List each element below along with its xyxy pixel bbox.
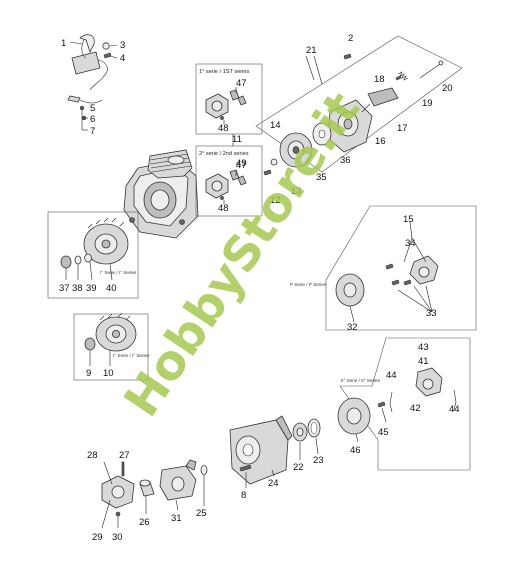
flywheel-box-series-II: I° Serie / I° Series <box>73 312 150 381</box>
engine-block <box>123 149 199 239</box>
callout-38: 38 <box>72 283 83 294</box>
callout-13: 13 <box>291 186 302 197</box>
callout-23: 23 <box>313 455 324 466</box>
series-box-first: 1° serie / 1ST series <box>195 63 263 135</box>
callout-9: 9 <box>86 368 91 379</box>
callout-30: 30 <box>112 532 123 543</box>
callout-44-right: 44 <box>449 404 460 415</box>
callout-48-first: 48 <box>218 123 229 134</box>
callout-37: 37 <box>59 283 70 294</box>
callout-11: 11 <box>232 134 242 145</box>
callout-7: 7 <box>90 126 95 137</box>
callout-47-first: 47 <box>236 78 247 89</box>
callout-47-second: 47 <box>236 160 247 171</box>
callout-36: 36 <box>340 155 351 166</box>
callout-8: 8 <box>241 490 246 501</box>
callout-1: 1 <box>61 38 66 49</box>
callout-49: 49 <box>236 158 247 169</box>
callout-27: 27 <box>119 450 130 461</box>
callout-31: 31 <box>171 513 182 524</box>
callout-20: 20 <box>442 83 453 94</box>
clutch-housing <box>229 415 321 488</box>
callout-28: 28 <box>87 450 98 461</box>
callout-25: 25 <box>196 508 207 519</box>
callout-40: 40 <box>106 283 117 294</box>
starter-assembly <box>255 35 463 176</box>
series-II-left-label: I° Serie / I° Series <box>113 353 150 358</box>
callout-26: 26 <box>139 517 150 528</box>
part-number-callouts: 1 2 3 4 5 6 7 8 9 10 11 12 13 14 15 16 1… <box>59 33 460 543</box>
callout-6: 6 <box>90 114 95 125</box>
first-series-label: 1° serie / 1ST series <box>199 69 250 75</box>
callout-43: 43 <box>418 342 429 353</box>
callout-18: 18 <box>374 74 385 85</box>
clutch-box-P-series: P Serie / P Series <box>290 205 477 331</box>
second-series-label: 2° serie / 2nd series <box>199 151 249 157</box>
callout-24: 24 <box>268 478 279 489</box>
callout-4: 4 <box>120 53 125 64</box>
series-box-second: 2° serie / 2nd series <box>195 145 263 217</box>
callout-14: 14 <box>270 120 281 131</box>
callout-2: 2 <box>348 33 353 44</box>
callout-5: 5 <box>90 103 95 114</box>
callout-12: 12 <box>270 195 281 206</box>
callout-41: 41 <box>418 356 429 367</box>
callout-21: 21 <box>306 45 317 56</box>
callout-22: 22 <box>293 462 304 473</box>
series-I-label: I° Serie / I° Series <box>100 270 137 275</box>
callout-45: 45 <box>378 427 389 438</box>
callout-10: 10 <box>103 368 114 379</box>
series-P-label: P Serie / P Series <box>290 282 327 287</box>
callout-35: 35 <box>316 172 327 183</box>
callout-39: 39 <box>86 283 97 294</box>
callout-15: 15 <box>403 214 414 225</box>
callout-46: 46 <box>350 445 361 456</box>
callout-19: 19 <box>422 98 433 109</box>
callout-34: 34 <box>405 238 416 249</box>
series-II-label: II° Serie / II° Series <box>341 378 381 383</box>
clutch-box-series-II: II° Serie / II° Series <box>337 337 471 471</box>
callout-32: 32 <box>347 322 358 333</box>
callout-17: 17 <box>397 123 408 134</box>
callout-44-left: 44 <box>386 370 397 381</box>
callout-16: 16 <box>375 136 386 147</box>
carburetor-group <box>101 459 208 529</box>
callout-33: 33 <box>426 308 437 319</box>
callout-48-second: 48 <box>218 203 229 214</box>
flywheel-box-series-I: I° Serie / I° Series <box>47 211 139 299</box>
callout-42: 42 <box>410 403 421 414</box>
callout-3: 3 <box>120 40 125 51</box>
callout-29: 29 <box>92 532 103 543</box>
ignition-coil-group <box>67 34 118 131</box>
